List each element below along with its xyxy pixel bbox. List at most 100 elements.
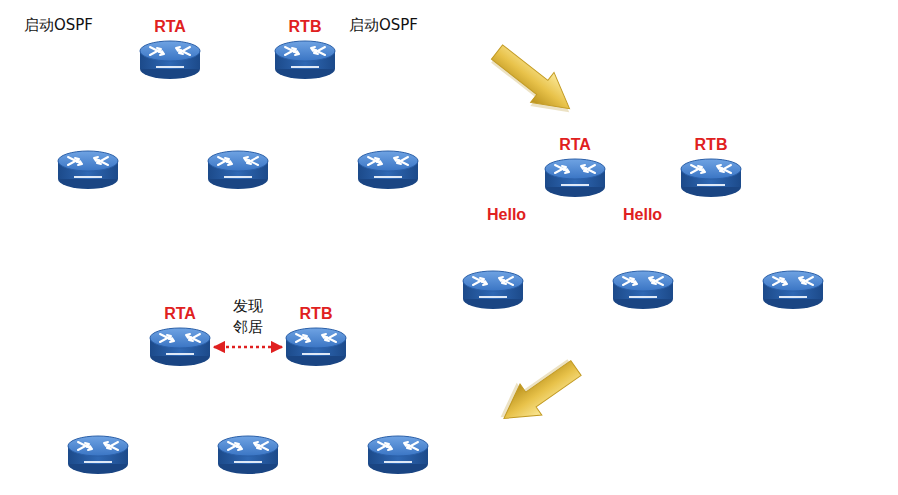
router-arrows [378, 442, 418, 450]
router-arrow [555, 165, 569, 173]
router-top [763, 271, 823, 291]
router-band [561, 184, 589, 186]
router-arrow [555, 166, 566, 173]
router-top [218, 436, 278, 456]
router-node: RTB [274, 39, 336, 81]
router-node: RTA [149, 326, 211, 368]
router-arrow [218, 157, 232, 165]
router-name: RTB [300, 305, 333, 323]
router-arrow [257, 442, 268, 449]
message-label: Hello [487, 205, 526, 224]
router-icon [681, 159, 741, 197]
router-arrow [773, 277, 787, 285]
router-band [74, 176, 102, 178]
router-band [84, 461, 112, 463]
router-band [291, 66, 319, 68]
router-arrow [407, 442, 418, 449]
router-arrow [378, 442, 392, 450]
router-top [150, 328, 210, 348]
flow-arrow [490, 350, 587, 435]
router-arrow [404, 442, 418, 450]
router-arrow [720, 165, 731, 172]
router-icon [58, 151, 118, 189]
router-arrow [68, 158, 79, 165]
router-icon [545, 159, 605, 197]
router-icon [368, 436, 428, 474]
router-band [166, 353, 194, 355]
router-arrow [691, 166, 702, 173]
router-band [779, 296, 807, 298]
router-arrow [296, 334, 310, 342]
router-name: RTB [695, 136, 728, 154]
router-arrow [254, 442, 268, 450]
router-top [286, 328, 346, 348]
flow-arrow-body [493, 352, 587, 434]
router-top [208, 151, 268, 171]
router-top [58, 151, 118, 171]
router-band [697, 184, 725, 186]
router-top [275, 41, 335, 61]
router-top [681, 159, 741, 179]
router-arrow [160, 335, 171, 342]
router-arrows [68, 157, 108, 165]
router-arrow [581, 165, 595, 173]
router-top [358, 151, 418, 171]
router-band [479, 296, 507, 298]
router-node: RTB [285, 326, 347, 368]
router-arrows [623, 277, 663, 285]
router-arrow [325, 334, 336, 341]
router-icon [613, 271, 673, 309]
router-arrow [150, 47, 164, 55]
router-node: RTA [544, 157, 606, 199]
router-arrow [189, 334, 200, 341]
action-label: 启动OSPF [24, 16, 93, 34]
router-icon [150, 328, 210, 366]
router-arrow [773, 278, 784, 285]
router-icon [218, 436, 278, 474]
router-arrow [218, 158, 229, 165]
router-arrow [502, 277, 513, 284]
router-arrow [378, 443, 389, 450]
router-arrows [555, 165, 595, 173]
router-node: RTA [139, 39, 201, 81]
router-arrow [802, 277, 813, 284]
router-arrows [368, 157, 408, 165]
router-top [368, 436, 428, 456]
router-top [68, 436, 128, 456]
router-arrow [623, 278, 634, 285]
router-arrow [473, 278, 484, 285]
router-arrow [68, 157, 82, 165]
router-icon [275, 41, 335, 79]
router-arrow [652, 277, 663, 284]
router-arrow [368, 157, 382, 165]
router-arrows [773, 277, 813, 285]
router-node: RTB [680, 157, 742, 199]
router-arrow [150, 48, 161, 55]
router-arrow [499, 277, 513, 285]
router-arrow [186, 334, 200, 342]
router-name: RTA [154, 18, 186, 36]
router-band [224, 176, 252, 178]
router-arrow [799, 277, 813, 285]
router-arrow [285, 48, 296, 55]
router-icon [140, 41, 200, 79]
router-top [140, 41, 200, 61]
router-band [302, 353, 330, 355]
router-top [545, 159, 605, 179]
router-arrow [244, 157, 258, 165]
router-arrow [94, 157, 108, 165]
flow-arrow [483, 37, 582, 127]
router-band [384, 461, 412, 463]
router-arrows [218, 157, 258, 165]
router-arrow [107, 442, 118, 449]
router-icon [208, 151, 268, 189]
router-arrow [104, 442, 118, 450]
router-band [629, 296, 657, 298]
router-name: RTB [289, 18, 322, 36]
router-arrow [176, 47, 190, 55]
router-arrow [584, 165, 595, 172]
router-arrows [473, 277, 513, 285]
router-arrow [623, 277, 637, 285]
router-name: RTA [164, 305, 196, 323]
